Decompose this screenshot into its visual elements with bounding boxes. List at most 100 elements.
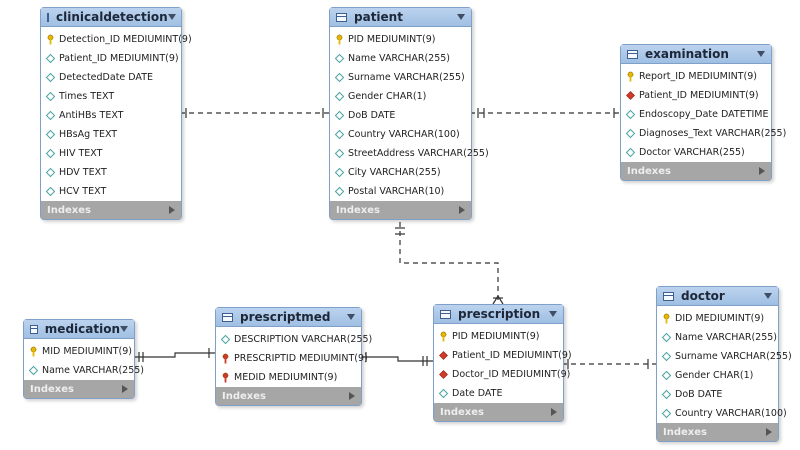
expand-arrow-icon[interactable]: [122, 385, 128, 393]
collapse-caret-icon[interactable]: [347, 314, 355, 320]
column-row[interactable]: Patient_ID MEDIUMINT(9): [41, 49, 181, 68]
attribute-diamond-icon: [334, 91, 345, 102]
column-row[interactable]: PID MEDIUMINT(9): [434, 327, 563, 346]
column-row[interactable]: DoB DATE: [657, 385, 778, 404]
expand-arrow-icon[interactable]: [551, 408, 557, 416]
column-row[interactable]: Country VARCHAR(100): [657, 404, 787, 423]
column-row[interactable]: Name VARCHAR(255): [24, 361, 144, 380]
expand-arrow-icon[interactable]: [766, 428, 772, 436]
attribute-diamond-icon: [45, 110, 56, 121]
column-row[interactable]: Doctor VARCHAR(255): [621, 143, 771, 162]
attribute-diamond-icon: [661, 351, 672, 362]
column-definition: PRESCRIPTID MEDIUMINT(9): [234, 353, 368, 364]
column-definition: Postal VARCHAR(10): [348, 186, 445, 197]
table-header[interactable]: medication: [24, 320, 134, 339]
collapse-caret-icon[interactable]: [757, 51, 765, 57]
column-row[interactable]: HDV TEXT: [41, 163, 181, 182]
foreign-primary-key-icon: [220, 372, 231, 383]
column-definition: MID MEDIUMINT(9): [42, 346, 132, 357]
column-definition: Country VARCHAR(100): [348, 129, 460, 140]
column-definition: Country VARCHAR(100): [675, 408, 787, 419]
indexes-section[interactable]: Indexes: [434, 403, 563, 421]
indexes-section[interactable]: Indexes: [330, 201, 471, 219]
table-header[interactable]: prescriptmed: [216, 308, 361, 327]
foreign-key-diamond-icon: [438, 369, 449, 380]
collapse-caret-icon[interactable]: [764, 293, 772, 299]
expand-arrow-icon[interactable]: [349, 392, 355, 400]
column-row[interactable]: Detection_ID MEDIUMINT(9): [41, 30, 192, 49]
column-row[interactable]: HCV TEXT: [41, 182, 181, 201]
collapse-caret-icon[interactable]: [457, 14, 465, 20]
column-row[interactable]: StreetAddress VARCHAR(255): [330, 144, 489, 163]
column-row[interactable]: Country VARCHAR(100): [330, 125, 471, 144]
expand-arrow-icon[interactable]: [169, 206, 175, 214]
attribute-diamond-icon: [438, 388, 449, 399]
column-row[interactable]: DID MEDIUMINT(9): [657, 309, 778, 328]
column-row[interactable]: Surname VARCHAR(255): [657, 347, 792, 366]
attribute-diamond-icon: [334, 186, 345, 197]
indexes-section[interactable]: Indexes: [41, 201, 181, 219]
indexes-section[interactable]: Indexes: [24, 380, 134, 398]
collapse-caret-icon[interactable]: [549, 311, 557, 317]
attribute-diamond-icon: [45, 148, 56, 159]
column-list: PID MEDIUMINT(9)Name VARCHAR(255)Surname…: [330, 27, 489, 201]
column-definition: Endoscopy_Date DATETIME: [639, 109, 769, 120]
table-header[interactable]: clinicaldetection: [41, 8, 181, 27]
indexes-section[interactable]: Indexes: [621, 162, 771, 180]
column-row[interactable]: MID MEDIUMINT(9): [24, 342, 134, 361]
column-row[interactable]: Report_ID MEDIUMINT(9): [621, 67, 771, 86]
table-icon: [627, 49, 638, 59]
column-row[interactable]: Endoscopy_Date DATETIME: [621, 105, 771, 124]
column-row[interactable]: Name VARCHAR(255): [330, 49, 471, 68]
column-row[interactable]: Diagnoses_Text VARCHAR(255): [621, 124, 786, 143]
column-row[interactable]: DESCRIPTION VARCHAR(255): [216, 330, 372, 349]
collapse-caret-icon[interactable]: [120, 326, 128, 332]
column-row[interactable]: MEDID MEDIUMINT(9): [216, 368, 361, 387]
column-row[interactable]: HBsAg TEXT: [41, 125, 181, 144]
table-icon: [222, 312, 233, 322]
primary-key-icon: [28, 346, 39, 357]
column-row[interactable]: Name VARCHAR(255): [657, 328, 778, 347]
primary-key-icon: [625, 71, 636, 82]
expand-arrow-icon[interactable]: [759, 167, 765, 175]
column-list: PID MEDIUMINT(9)Patient_ID MEDIUMINT(9)D…: [434, 324, 572, 403]
indexes-section[interactable]: Indexes: [657, 423, 778, 441]
attribute-diamond-icon: [334, 72, 345, 83]
table-header[interactable]: doctor: [657, 287, 778, 306]
column-row[interactable]: Doctor_ID MEDIUMINT(9): [434, 365, 570, 384]
column-row[interactable]: Gender CHAR(1): [330, 87, 471, 106]
table-header[interactable]: prescription: [434, 305, 563, 324]
column-definition: PID MEDIUMINT(9): [452, 331, 540, 342]
column-list: Detection_ID MEDIUMINT(9)Patient_ID MEDI…: [41, 27, 192, 201]
column-row[interactable]: Gender CHAR(1): [657, 366, 778, 385]
column-row[interactable]: Patient_ID MEDIUMINT(9): [621, 86, 771, 105]
column-row[interactable]: DetectedDate DATE: [41, 68, 181, 87]
column-row[interactable]: PID MEDIUMINT(9): [330, 30, 471, 49]
column-row[interactable]: AntiHBs TEXT: [41, 106, 181, 125]
collapse-caret-icon[interactable]: [167, 14, 176, 20]
column-row[interactable]: Patient_ID MEDIUMINT(9): [434, 346, 572, 365]
column-row[interactable]: City VARCHAR(255): [330, 163, 471, 182]
column-row[interactable]: PRESCRIPTID MEDIUMINT(9): [216, 349, 368, 368]
indexes-section[interactable]: Indexes: [216, 387, 361, 405]
column-row[interactable]: DoB DATE: [330, 106, 471, 125]
column-row[interactable]: Surname VARCHAR(255): [330, 68, 471, 87]
column-row[interactable]: Times TEXT: [41, 87, 181, 106]
column-definition: DESCRIPTION VARCHAR(255): [234, 334, 373, 345]
column-row[interactable]: Date DATE: [434, 384, 563, 403]
table-header[interactable]: examination: [621, 45, 771, 64]
column-row[interactable]: Postal VARCHAR(10): [330, 182, 471, 201]
column-row[interactable]: HIV TEXT: [41, 144, 181, 163]
column-definition: HDV TEXT: [59, 167, 107, 178]
primary-key-icon: [45, 34, 56, 45]
table-title: prescriptmed: [240, 310, 331, 324]
expand-arrow-icon[interactable]: [459, 206, 465, 214]
table-header[interactable]: patient: [330, 8, 471, 27]
